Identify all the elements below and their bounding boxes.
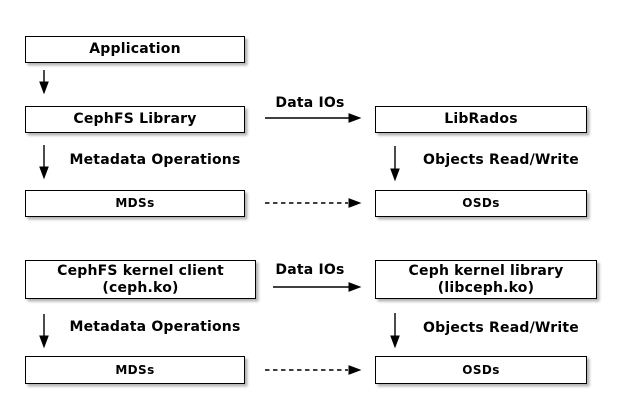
arrow-data-ios-user	[265, 113, 362, 123]
node-mds-user: MDSs	[25, 190, 245, 217]
node-application-label: Application	[89, 41, 181, 57]
arrow-objects-read-write-user	[390, 146, 400, 182]
edge-label-objects-read-write-kernel: Objects Read/Write	[423, 320, 579, 336]
arrow-metadata-operations-user	[39, 145, 49, 180]
node-cephfs-kernel-client-line2: (ceph.ko)	[102, 279, 179, 296]
node-cephfs-kernel-client-line1: CephFS kernel client	[57, 262, 224, 279]
node-mds-kernel: MDSs	[25, 356, 245, 384]
node-librados-label: LibRados	[444, 111, 518, 127]
arrow-metadata-operations-kernel	[39, 314, 49, 349]
edge-label-objects-read-write-user: Objects Read/Write	[423, 152, 579, 168]
arrow-mds-to-osd-user-dashed	[265, 198, 362, 208]
node-osd-user-label: OSDs	[462, 196, 500, 210]
node-application: Application	[25, 36, 245, 63]
edge-label-data-ios-user: Data IOs	[275, 95, 345, 111]
arrow-application-to-cephfs-library	[39, 70, 49, 95]
node-osd-kernel: OSDs	[375, 356, 587, 384]
node-librados: LibRados	[375, 106, 587, 133]
node-osd-kernel-label: OSDs	[462, 362, 500, 377]
node-ceph-kernel-library-line2: (libceph.ko)	[437, 279, 535, 296]
arrow-mds-to-osd-kernel-dashed	[265, 365, 362, 375]
edge-label-metadata-operations-user: Metadata Operations	[69, 152, 241, 168]
node-cephfs-kernel-client: CephFS kernel client (ceph.ko)	[25, 260, 256, 299]
arrow-data-ios-kernel	[273, 282, 362, 292]
node-ceph-kernel-library: Ceph kernel library (libceph.ko)	[375, 260, 597, 299]
node-ceph-kernel-library-line1: Ceph kernel library	[408, 262, 564, 279]
node-osd-user: OSDs	[375, 190, 587, 217]
edge-label-data-ios-kernel: Data IOs	[275, 262, 345, 278]
node-mds-user-label: MDSs	[115, 196, 155, 210]
edge-label-metadata-operations-kernel: Metadata Operations	[69, 319, 241, 335]
node-mds-kernel-label: MDSs	[115, 362, 155, 377]
node-cephfs-library-label: CephFS Library	[73, 111, 197, 127]
node-cephfs-library: CephFS Library	[25, 106, 245, 133]
arrow-objects-read-write-kernel	[390, 313, 400, 349]
